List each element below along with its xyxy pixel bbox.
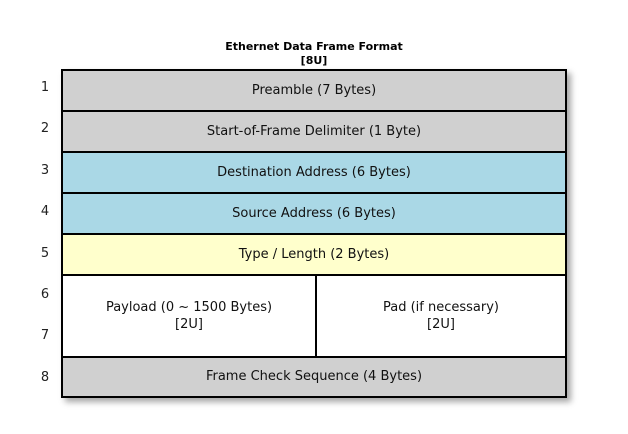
frame-field-pad: Pad (if necessary) [2U]	[317, 276, 565, 356]
frame-field-sfd: Start-of-Frame Delimiter (1 Byte)	[63, 112, 565, 153]
row-number-8: 8	[40, 370, 50, 385]
frame-field-pad-label: Pad (if necessary)	[382, 300, 499, 315]
frame-field-type-length: Type / Length (2 Bytes)	[63, 235, 565, 276]
page-title: Ethernet Data Frame Format	[225, 40, 403, 53]
row-number-5: 5	[40, 246, 50, 261]
frame-field-payload-note: [2U]	[175, 317, 203, 332]
frame-field-source-address-label: Source Address (6 Bytes)	[232, 205, 396, 221]
frame-field-payload-pad-row: Payload (0 ~ 1500 Bytes) [2U] Pad (if ne…	[63, 276, 565, 358]
diagram-title-block: Ethernet Data Frame Format [8U]	[0, 40, 628, 68]
frame-field-preamble: Preamble (7 Bytes)	[63, 71, 565, 112]
page-subtitle: [8U]	[300, 54, 328, 67]
row-number-4: 4	[40, 204, 50, 219]
row-number-1: 1	[40, 80, 50, 95]
row-number-7: 7	[40, 328, 50, 343]
row-number-6: 6	[40, 287, 50, 302]
frame-field-fcs: Frame Check Sequence (4 Bytes)	[63, 358, 565, 396]
frame-field-payload-label: Payload (0 ~ 1500 Bytes)	[105, 300, 273, 315]
row-number-2: 2	[40, 121, 50, 136]
frame-field-payload: Payload (0 ~ 1500 Bytes) [2U]	[63, 276, 317, 356]
row-number-gutter: 1 2 3 4 5 6 7 8	[30, 69, 60, 398]
frame-field-fcs-label: Frame Check Sequence (4 Bytes)	[205, 369, 423, 384]
row-number-3: 3	[40, 163, 50, 178]
frame-field-pad-note: [2U]	[427, 317, 455, 332]
frame-field-sfd-label: Start-of-Frame Delimiter (1 Byte)	[206, 123, 422, 139]
frame-field-preamble-label: Preamble (7 Bytes)	[251, 82, 377, 98]
frame-field-destination-address: Destination Address (6 Bytes)	[63, 153, 565, 194]
frame-field-payload-stack: Payload (0 ~ 1500 Bytes) [2U]	[106, 299, 272, 333]
frame-field-source-address: Source Address (6 Bytes)	[63, 194, 565, 235]
ethernet-frame-table: Preamble (7 Bytes) Start-of-Frame Delimi…	[61, 69, 567, 398]
frame-field-pad-stack: Pad (if necessary) [2U]	[383, 299, 499, 333]
frame-field-type-length-label: Type / Length (2 Bytes)	[238, 246, 390, 262]
frame-field-destination-address-label: Destination Address (6 Bytes)	[217, 164, 411, 180]
